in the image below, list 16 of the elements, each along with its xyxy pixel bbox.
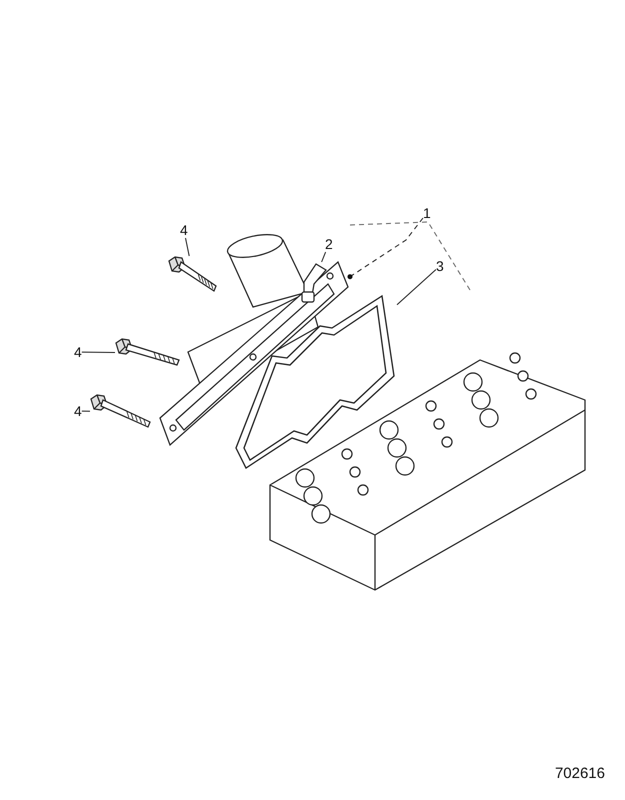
callout-number: 4 <box>180 222 188 238</box>
callout-number: 1 <box>423 205 431 221</box>
callout-number: 3 <box>436 258 444 274</box>
leader-line <box>321 252 326 262</box>
leader-line <box>81 410 90 412</box>
leader-line <box>396 269 436 306</box>
bolt-drawing <box>168 256 218 294</box>
leader-line <box>348 218 424 280</box>
leader-line <box>185 238 190 256</box>
drawing-number: 702616 <box>554 766 605 782</box>
bolt-drawing <box>115 338 181 368</box>
callout-number: 2 <box>325 236 333 252</box>
bolt-drawing <box>90 394 152 430</box>
leader-line <box>81 352 116 353</box>
callout-number: 4 <box>74 403 82 419</box>
callout-number: 4 <box>74 344 82 360</box>
